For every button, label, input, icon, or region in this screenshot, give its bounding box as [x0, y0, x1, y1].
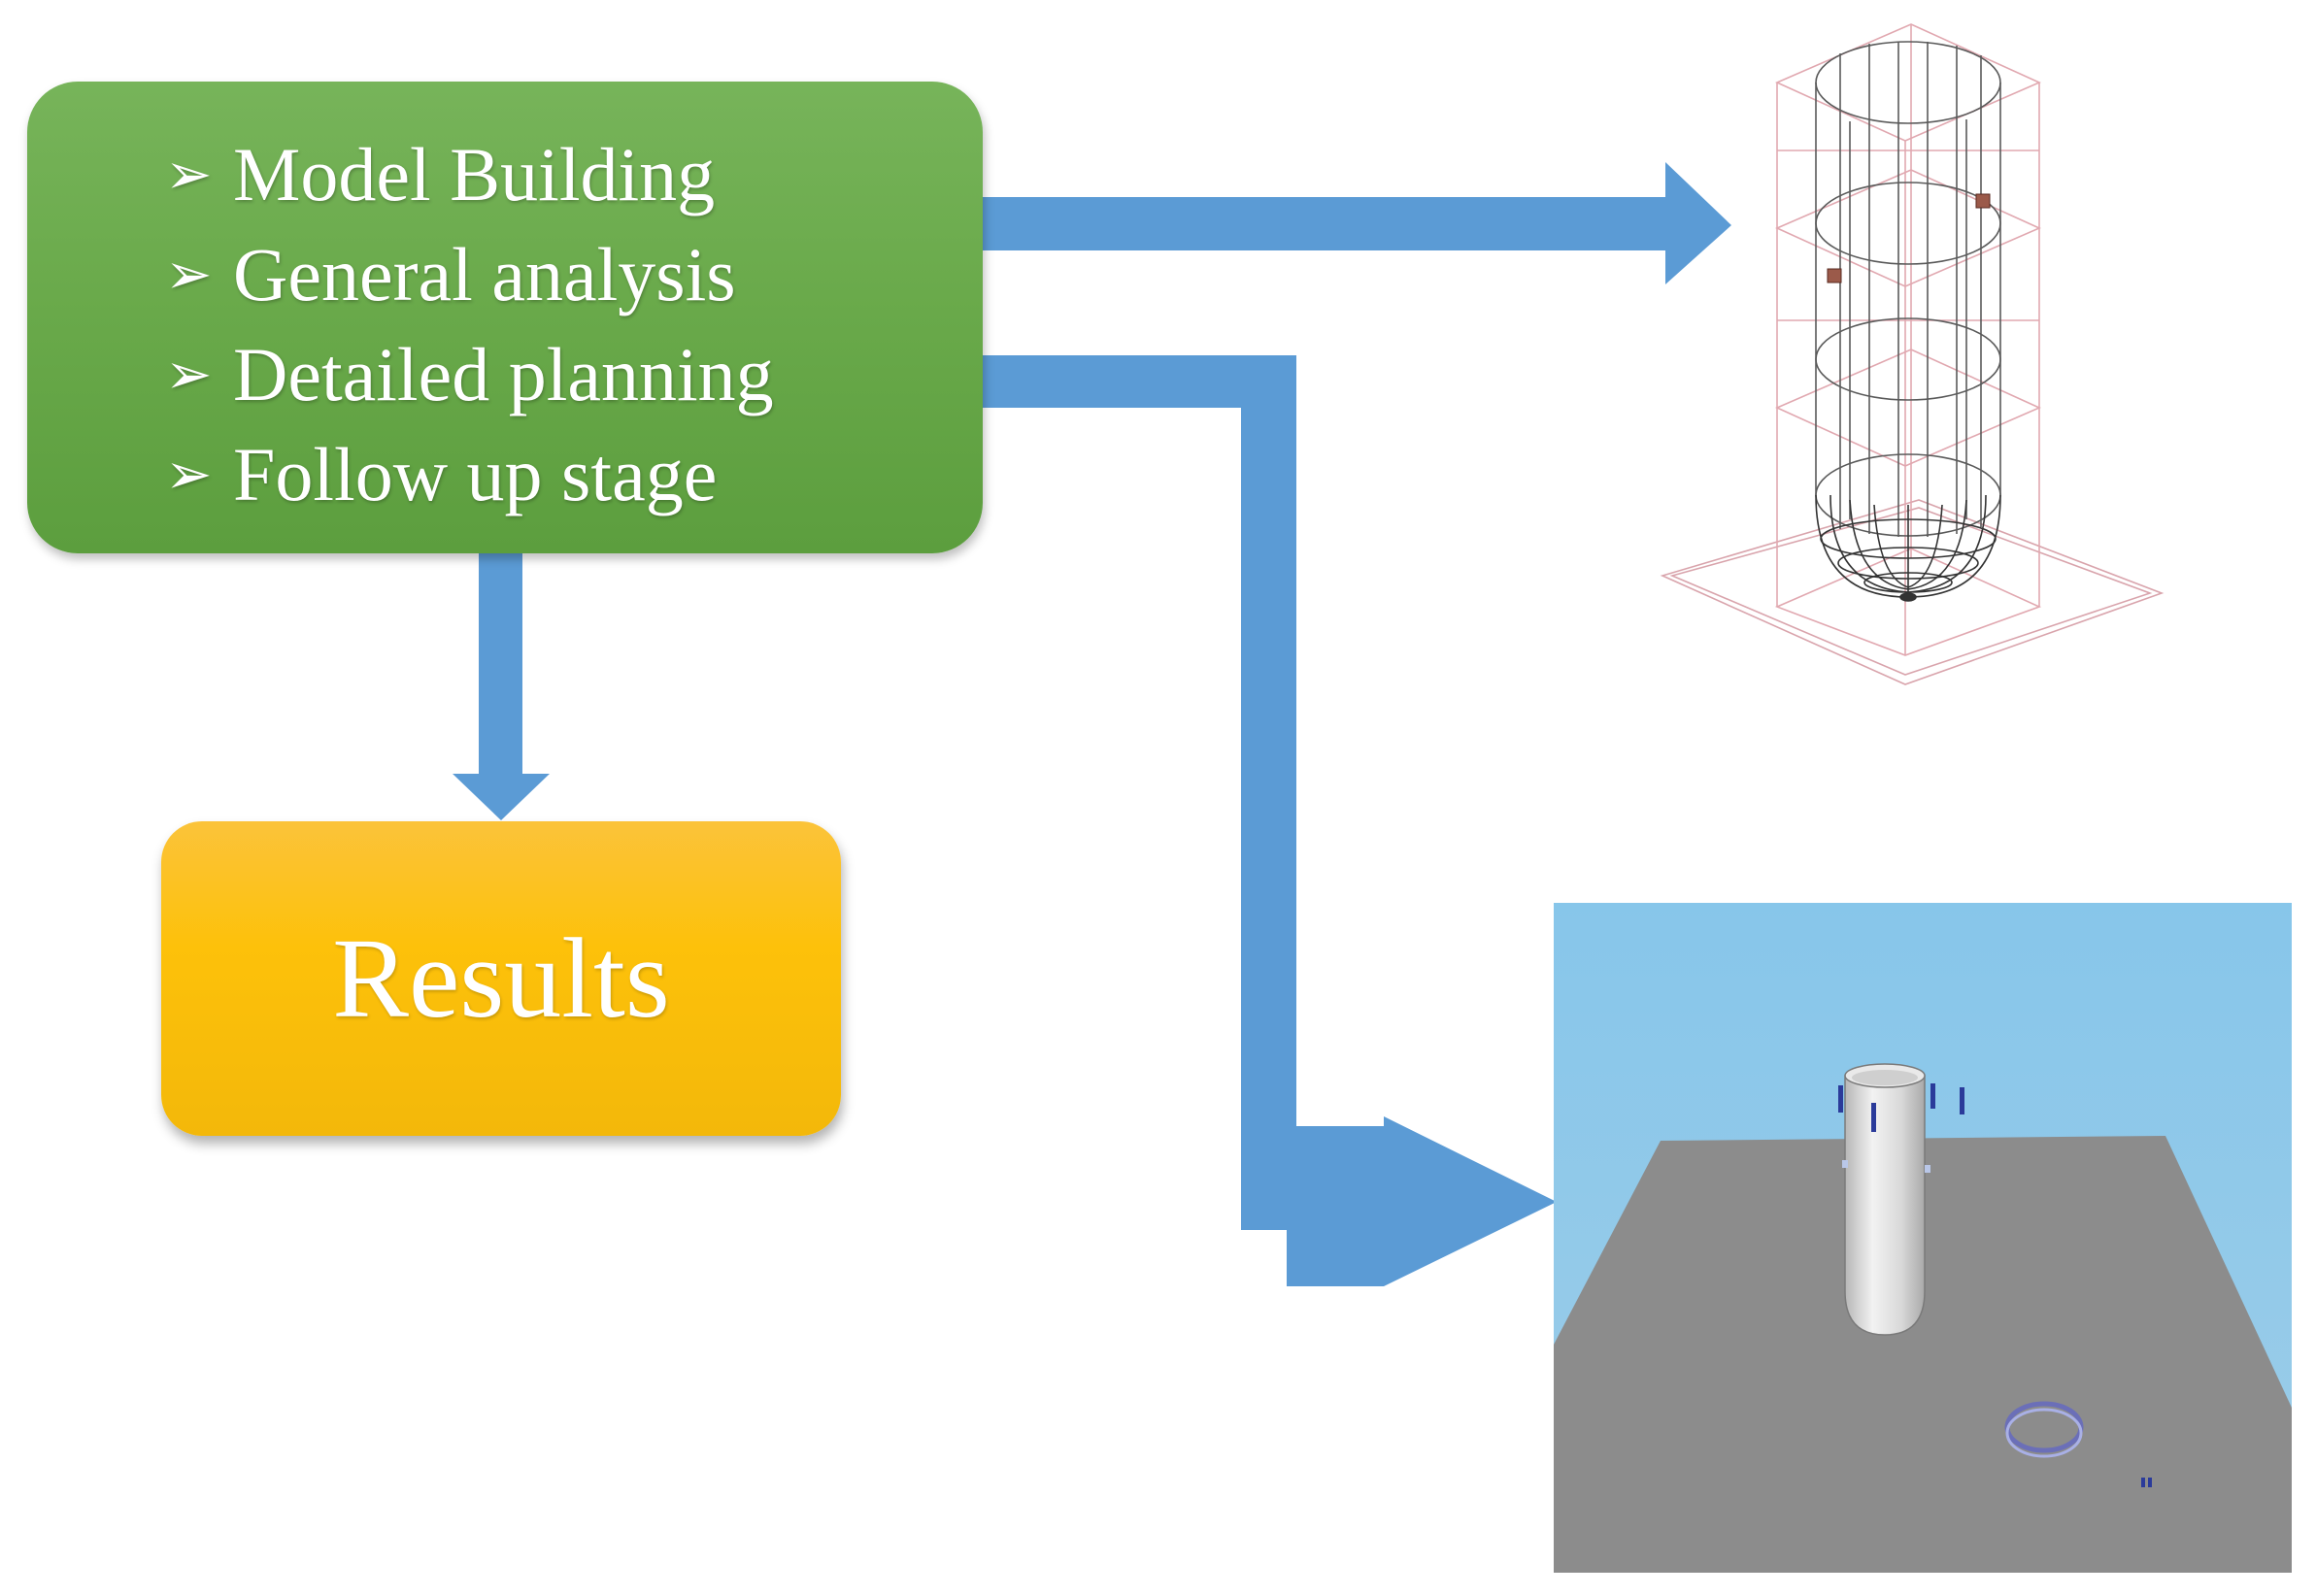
wireframe-model-image: [1660, 23, 2165, 685]
rendered-scene-panel: [1554, 903, 2292, 1573]
rendered-scene-image: [1554, 1063, 2292, 1573]
arrow-to-results: [453, 553, 550, 820]
results-label: Results: [332, 914, 670, 1042]
wireframe-cylinder: [1815, 41, 2001, 537]
wireframe-outer-box: [1774, 23, 2042, 656]
stage-item-model-building: ➢ Model Building: [165, 124, 983, 224]
stages-box: ➢ Model Building ➢ General analysis ➢ De…: [27, 82, 983, 553]
rendered-ring: [2004, 1401, 2084, 1458]
arrow-bullet-icon: ➢: [165, 241, 213, 307]
stages-list: ➢ Model Building ➢ General analysis ➢ De…: [165, 124, 983, 524]
stage-item-follow-up-stage: ➢ Follow up stage: [165, 424, 983, 524]
arrow-bullet-icon: ➢: [165, 341, 213, 407]
sensor-block: [1975, 193, 1991, 209]
sensor-block: [1827, 268, 1842, 283]
stage-label: Model Building: [233, 132, 716, 216]
rendered-marker: [2141, 1478, 2152, 1487]
rendered-cylinder: [1838, 1063, 1964, 1336]
ground-plane: [1554, 1136, 2292, 1573]
arrow-to-render: [983, 355, 1557, 1286]
arrow-bullet-icon: ➢: [165, 141, 213, 207]
stage-item-detailed-planning: ➢ Detailed planning: [165, 324, 983, 424]
arrow-to-wireframe: [983, 162, 1731, 284]
stage-label: General analysis: [233, 232, 736, 316]
results-box: Results: [161, 821, 841, 1136]
stage-item-general-analysis: ➢ General analysis: [165, 224, 983, 324]
wireframe-hemisphere: [1815, 494, 2001, 602]
stage-label: Detailed planning: [233, 332, 774, 416]
arrow-bullet-icon: ➢: [165, 441, 213, 507]
stage-label: Follow up stage: [233, 432, 718, 516]
